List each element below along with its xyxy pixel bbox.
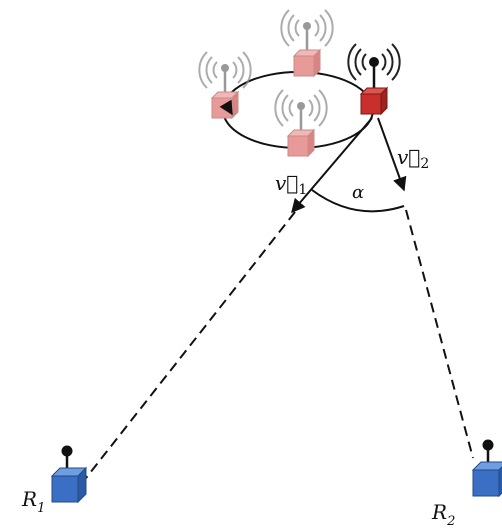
path-to-r2 xyxy=(405,209,474,459)
velocity-v1-arrow xyxy=(291,117,373,214)
label-r1: R1 xyxy=(21,487,45,516)
orbit-direction-arrow xyxy=(219,99,233,116)
receiver-icon xyxy=(50,445,88,504)
ghost-transmitter-top xyxy=(280,9,334,78)
velocity-v2-arrow xyxy=(377,117,407,192)
path-to-r1 xyxy=(85,211,296,479)
receiver-icon xyxy=(471,439,502,498)
label-v2: v⃗2 xyxy=(397,145,429,172)
label-v1: v⃗1 xyxy=(275,171,307,198)
label-r2: R2 xyxy=(431,500,455,529)
label-alpha: α xyxy=(352,182,364,203)
radio-wave-icon xyxy=(347,43,401,81)
ghost-transmitter-bottom xyxy=(274,89,328,158)
angle-arc xyxy=(311,189,405,213)
transmitter-icon xyxy=(347,43,401,116)
